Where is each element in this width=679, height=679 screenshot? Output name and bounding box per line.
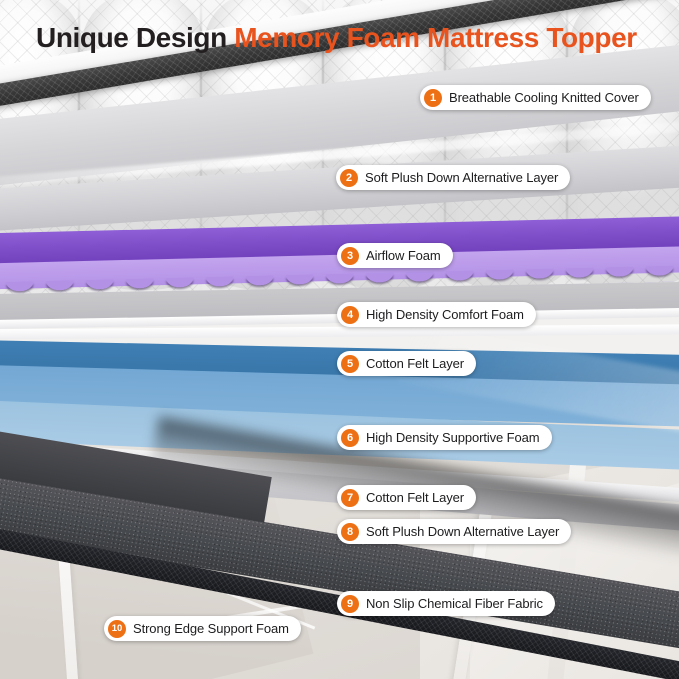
callout-9[interactable]: 9 Non Slip Chemical Fiber Fabric [337, 591, 555, 616]
quilt-seam [566, 0, 568, 294]
page-title: Unique Design Memory Foam Mattress Toppe… [36, 24, 637, 52]
headline-accent: Memory Foam Mattress Topper [234, 22, 637, 53]
callout-label-6: High Density Supportive Foam [366, 430, 540, 445]
callout-1[interactable]: 1 Breathable Cooling Knitted Cover [420, 85, 651, 110]
callout-badge-1: 1 [424, 88, 442, 107]
callout-badge-10: 10 [108, 619, 126, 638]
callout-8[interactable]: 8 Soft Plush Down Alternative Layer [337, 519, 572, 544]
callout-label-10: Strong Edge Support Foam [133, 621, 289, 636]
callout-label-4: High Density Comfort Foam [366, 307, 524, 322]
callout-label-2: Soft Plush Down Alternative Layer [365, 170, 559, 185]
callout-5[interactable]: 5 Cotton Felt Layer [337, 351, 477, 376]
callout-badge-8: 8 [341, 522, 359, 541]
callout-badge-7: 7 [341, 488, 359, 507]
callout-label-3: Airflow Foam [366, 248, 441, 263]
callout-label-5: Cotton Felt Layer [366, 356, 465, 371]
callout-badge-3: 3 [341, 246, 359, 265]
callout-badge-6: 6 [341, 428, 359, 447]
callout-label-7: Cotton Felt Layer [366, 490, 465, 505]
callout-10[interactable]: 10 Strong Edge Support Foam [104, 616, 301, 641]
callout-badge-9: 9 [341, 594, 359, 613]
callout-label-9: Non Slip Chemical Fiber Fabric [366, 596, 543, 611]
callout-label-8: Soft Plush Down Alternative Layer [366, 524, 560, 539]
callout-badge-2: 2 [340, 168, 358, 187]
callout-badge-4: 4 [341, 305, 359, 324]
callout-2[interactable]: 2 Soft Plush Down Alternative Layer [336, 165, 571, 190]
headline-lead: Unique Design [36, 22, 227, 53]
callout-6[interactable]: 6 High Density Supportive Foam [337, 425, 552, 450]
callout-4[interactable]: 4 High Density Comfort Foam [337, 302, 536, 327]
callout-3[interactable]: 3 Airflow Foam [337, 243, 453, 268]
callout-7[interactable]: 7 Cotton Felt Layer [337, 485, 477, 510]
callout-badge-5: 5 [341, 354, 359, 373]
callout-label-1: Breathable Cooling Knitted Cover [449, 90, 639, 105]
